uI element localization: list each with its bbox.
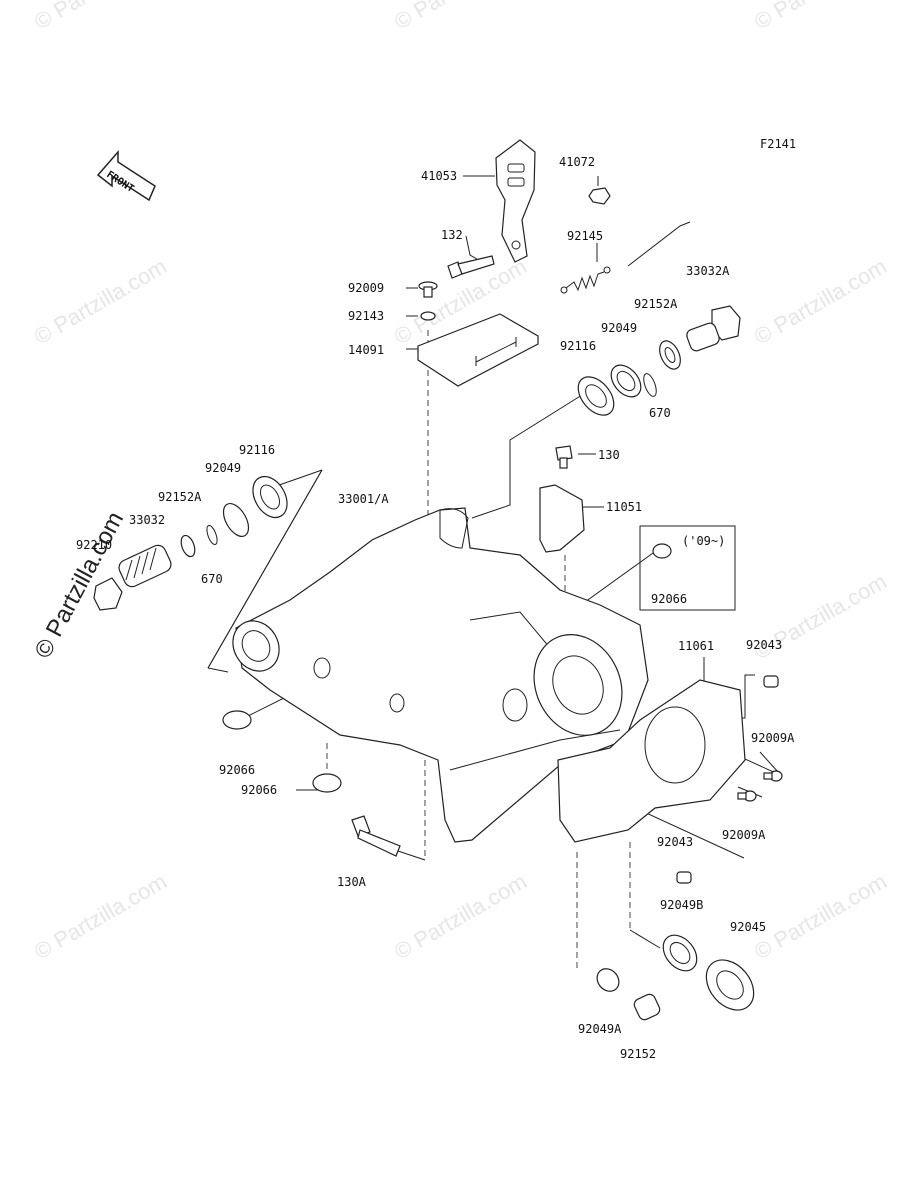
fitting-33032 bbox=[118, 544, 172, 588]
part-label: 92043 bbox=[746, 638, 782, 652]
part-label: 33001/A bbox=[338, 492, 389, 506]
part-label: 92009A bbox=[722, 828, 766, 842]
ring-92152A bbox=[659, 340, 681, 370]
dowel-92043-a bbox=[763, 675, 779, 688]
left-group-bracket bbox=[207, 469, 323, 669]
year-box bbox=[639, 525, 736, 611]
collar-92152 bbox=[633, 993, 661, 1021]
part-label: 11061 bbox=[678, 639, 714, 653]
part-label: 92210 bbox=[76, 538, 112, 552]
part-label: 33032 bbox=[129, 513, 165, 527]
part-label: 92152A bbox=[634, 297, 678, 311]
part-label: 92066 bbox=[219, 763, 255, 777]
watermark: © Partzilla.com bbox=[750, 869, 891, 965]
part-label: 92066 bbox=[241, 783, 277, 797]
washer-92143 bbox=[420, 311, 436, 321]
bearing-92116-left bbox=[252, 475, 288, 519]
grommet-92066-a bbox=[222, 710, 252, 730]
bolt-92009A-b bbox=[737, 790, 757, 802]
watermark: © Partzilla.com bbox=[390, 869, 531, 965]
circlip-670 bbox=[643, 373, 657, 397]
watermark: © Partzilla.com bbox=[30, 0, 171, 34]
nut-92210 bbox=[93, 577, 123, 611]
seal-92049-left bbox=[222, 503, 250, 537]
housing-33001 bbox=[232, 507, 649, 843]
bracket-11051 bbox=[539, 484, 585, 553]
watermark: © Partzilla.com bbox=[30, 869, 171, 965]
part-label: 92009 bbox=[348, 281, 384, 295]
ring-92152A-left bbox=[180, 534, 196, 558]
circlip-670-left bbox=[206, 525, 218, 545]
grommet-92066-box bbox=[652, 543, 672, 559]
bearing-92045 bbox=[705, 959, 755, 1011]
bolt-92009A-a bbox=[763, 770, 783, 782]
bracket-41053 bbox=[495, 139, 536, 263]
part-label: 130A bbox=[337, 875, 367, 889]
bolt-130 bbox=[555, 445, 573, 469]
part-label: 92116 bbox=[239, 443, 275, 457]
part-label: 132 bbox=[441, 228, 463, 242]
part-label: ('09~) bbox=[682, 534, 725, 548]
part-label: 11051 bbox=[606, 500, 642, 514]
gasket-hole bbox=[644, 706, 706, 784]
bearing-92116 bbox=[577, 376, 615, 416]
part-label: 92049A bbox=[578, 1022, 622, 1036]
part-label: 92152A bbox=[158, 490, 202, 504]
figure-code: F2141 bbox=[760, 137, 796, 151]
watermark: © Partzilla.com bbox=[30, 254, 171, 350]
part-label: 92049 bbox=[601, 321, 637, 335]
part-label: 92043 bbox=[657, 835, 693, 849]
part-label: 92143 bbox=[348, 309, 384, 323]
part-label: 670 bbox=[649, 406, 671, 420]
part-label: 33032A bbox=[686, 264, 730, 278]
part-label: 92145 bbox=[567, 229, 603, 243]
watermark: © Partzilla.com bbox=[390, 0, 531, 34]
part-label: 41053 bbox=[421, 169, 457, 183]
seal-92049A bbox=[596, 968, 620, 992]
part-label: 92049B bbox=[660, 898, 703, 912]
watermark: © Partzilla.com bbox=[750, 254, 891, 350]
part-label: 92152 bbox=[620, 1047, 656, 1061]
seal-92049B bbox=[662, 934, 698, 972]
part-label: 92045 bbox=[730, 920, 766, 934]
plate-14091 bbox=[417, 313, 539, 387]
part-label: 670 bbox=[201, 572, 223, 586]
spring-92145 bbox=[560, 266, 611, 294]
bolt-130A bbox=[351, 815, 401, 857]
part-label: 130 bbox=[598, 448, 620, 462]
part-label: 41072 bbox=[559, 155, 595, 169]
part-label: 92049 bbox=[205, 461, 241, 475]
nut-41072 bbox=[588, 187, 611, 205]
part-label: 92009A bbox=[751, 731, 795, 745]
front-arrow-icon: FRONT bbox=[96, 149, 156, 202]
part-label: 14091 bbox=[348, 343, 384, 357]
part-label: 92116 bbox=[560, 339, 596, 353]
grommet-92066-b bbox=[312, 773, 342, 793]
bolt-92009 bbox=[418, 281, 438, 298]
watermark: © Partzilla.com bbox=[750, 0, 891, 34]
dowel-92043-b bbox=[676, 871, 692, 884]
bolt-132 bbox=[447, 255, 495, 279]
part-label: 92066 bbox=[651, 592, 687, 606]
part-labels: 41053 41072 132 92145 92009 33032A 92143… bbox=[76, 155, 795, 1061]
fitting-33032A bbox=[686, 305, 741, 352]
